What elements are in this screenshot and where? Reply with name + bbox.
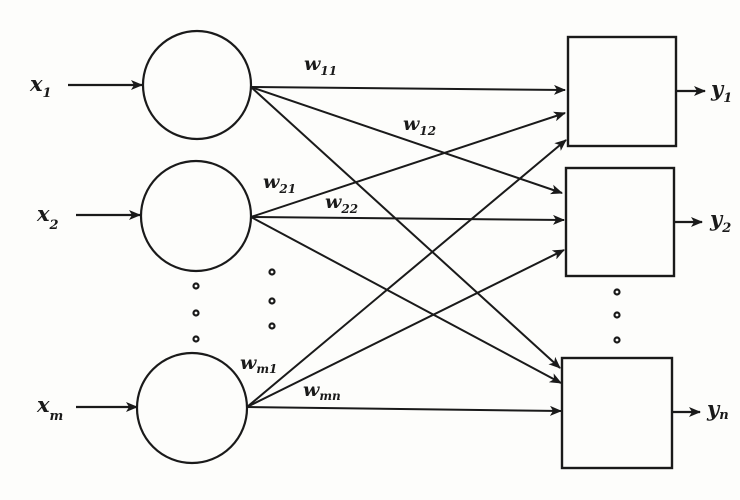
connection-m-n: [246, 405, 562, 416]
input-neuron-1: [141, 29, 253, 141]
ellipsis-dot-outputs: [613, 288, 621, 296]
input-neuron-m: [135, 351, 249, 465]
ellipsis-dot-inputs: [192, 335, 200, 343]
ellipsis-dot-weights: [268, 268, 276, 276]
connection-1-n: [250, 86, 561, 369]
connection-2-n: [250, 216, 562, 384]
ellipsis-dot-inputs: [192, 282, 200, 290]
output-neuron-1: [566, 35, 678, 148]
ellipsis-dot-weights: [268, 297, 276, 305]
connection-1-1: [250, 84, 566, 95]
ellipsis-dot-outputs: [613, 311, 621, 319]
weight-label-w22: w22: [325, 191, 358, 216]
weight-label-w11: w11: [304, 53, 337, 78]
connection-m-1: [246, 139, 567, 408]
output-label-yn: yn: [706, 396, 729, 423]
weight-label-wm1: wm1: [240, 352, 277, 376]
output-label-y2: y2: [709, 206, 731, 236]
output-neuron-2: [564, 166, 676, 278]
weight-label-wmn: wmn: [303, 379, 341, 403]
output-neuron-n: [560, 356, 674, 470]
ellipsis-dot-inputs: [192, 309, 200, 317]
output-label-y1: y1: [710, 76, 732, 106]
input-label-x2: x2: [36, 201, 59, 233]
connection-m-2: [246, 249, 565, 408]
connection-2-2: [250, 214, 565, 225]
weight-label-w21: w21: [263, 171, 296, 196]
weight-label-w12: w12: [403, 113, 436, 138]
ellipsis-dot-weights: [268, 322, 276, 330]
input-neuron-2: [139, 159, 253, 273]
input-label-x1: x1: [29, 71, 52, 101]
ellipsis-dot-outputs: [613, 336, 621, 344]
input-label-xm: xm: [36, 392, 63, 424]
connection-2-1: [250, 111, 566, 218]
connection-1-2: [250, 86, 563, 195]
